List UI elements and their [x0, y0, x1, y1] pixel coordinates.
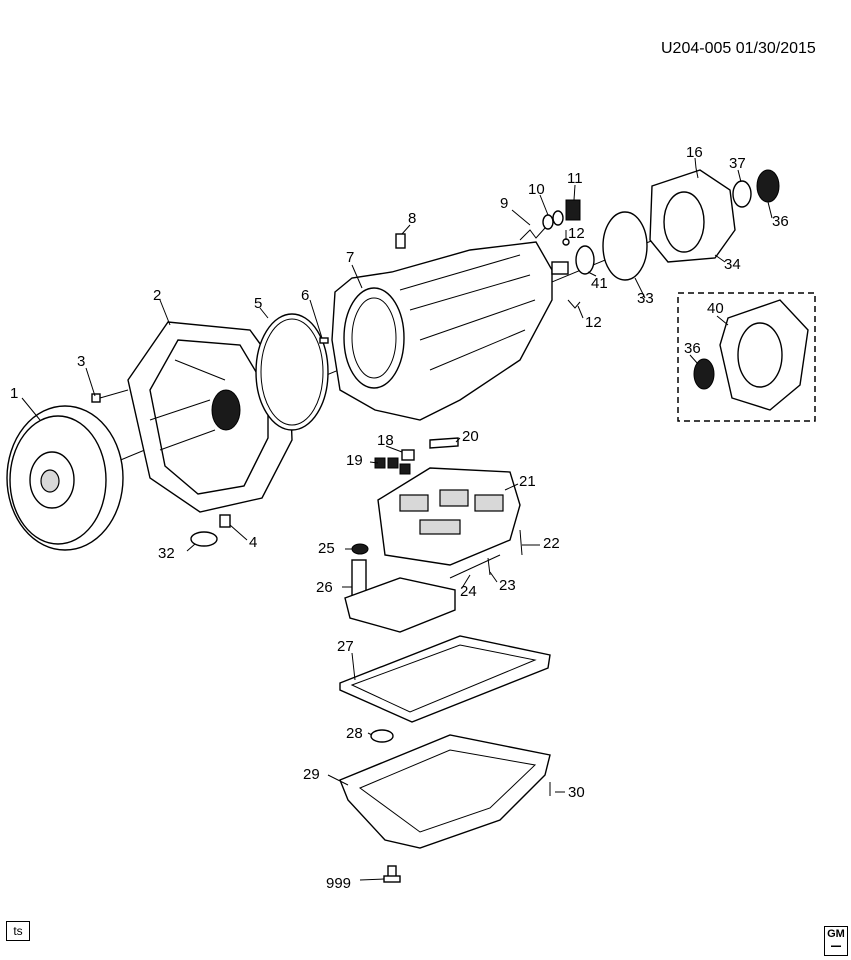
valve-body [377, 467, 521, 566]
clip-20 [429, 437, 459, 449]
callout-999: 999 [326, 875, 351, 892]
o-ring-5 [255, 313, 329, 431]
callout-6: 6 [301, 287, 309, 304]
seal-36 [756, 169, 780, 203]
seal-41 [575, 245, 595, 275]
ring-10a [542, 214, 554, 230]
callout-28: 28 [346, 725, 363, 742]
diagram-code: U204-005 01/30/2015 [661, 40, 816, 57]
callout-16: 16 [686, 144, 703, 161]
gm-logo-text: GM [827, 928, 845, 940]
callout-33: 33 [637, 290, 654, 307]
torque-converter [6, 405, 124, 551]
callout-21: 21 [519, 473, 536, 490]
callout-1: 1 [10, 385, 18, 402]
seal-32 [190, 531, 218, 547]
callout-36-alt: 36 [684, 340, 701, 357]
stamp-box: ts [6, 921, 30, 941]
plug-12b [567, 299, 581, 309]
callout-10: 10 [528, 181, 545, 198]
callout-23: 23 [499, 577, 516, 594]
transmission-case [331, 241, 569, 421]
pan-gasket [339, 635, 551, 723]
callout-25: 25 [318, 540, 335, 557]
ring-10b [552, 210, 564, 226]
vent-8 [395, 233, 406, 249]
o-ring-33 [602, 211, 648, 281]
oil-filter [344, 559, 456, 633]
callout-24: 24 [460, 583, 477, 600]
pin-6 [319, 337, 329, 344]
callout-2: 2 [153, 287, 161, 304]
extension-housing [649, 169, 736, 263]
oil-pan [339, 734, 551, 849]
callout-11: 11 [567, 170, 583, 187]
tube-24 [449, 554, 501, 579]
bushing-37 [732, 180, 752, 208]
bolt-22 [519, 529, 523, 556]
callout-20: 20 [462, 428, 479, 445]
magnet-28 [370, 729, 394, 743]
callout-41: 41 [591, 275, 608, 292]
callout-27: 27 [337, 638, 354, 655]
callout-36: 36 [772, 213, 789, 230]
callout-19: 19 [346, 452, 363, 469]
bolt-3 [91, 389, 129, 403]
part-18 [401, 449, 415, 461]
callout-40: 40 [707, 300, 724, 317]
callout-3: 3 [77, 353, 85, 370]
gm-logo: GM ▬▬ [824, 926, 848, 956]
bell-housing [127, 321, 293, 513]
sensor-11 [565, 199, 581, 221]
callout-22: 22 [543, 535, 560, 552]
callout-8: 8 [408, 210, 416, 227]
callout-4: 4 [249, 534, 257, 551]
callout-29: 29 [303, 766, 320, 783]
callout-7: 7 [346, 249, 354, 266]
callout-34: 34 [724, 256, 741, 273]
callout-9: 9 [500, 195, 508, 212]
bolt-16 [695, 167, 699, 179]
callout-32: 32 [158, 545, 175, 562]
callout-5: 5 [254, 295, 262, 312]
callout-12b: 12 [585, 314, 602, 331]
seal-36-alt [693, 358, 715, 390]
callout-30: 30 [568, 784, 585, 801]
leader-lines [21, 157, 773, 881]
callout-26: 26 [316, 579, 333, 596]
seal-9 [519, 227, 546, 241]
callout-18: 18 [377, 432, 394, 449]
callout-12a: 12 [568, 225, 585, 242]
callout-37: 37 [729, 155, 746, 172]
alternate-parts-box [677, 292, 816, 422]
drain-plug [383, 865, 401, 883]
clip-4 [219, 514, 231, 528]
seal-25 [351, 543, 369, 555]
